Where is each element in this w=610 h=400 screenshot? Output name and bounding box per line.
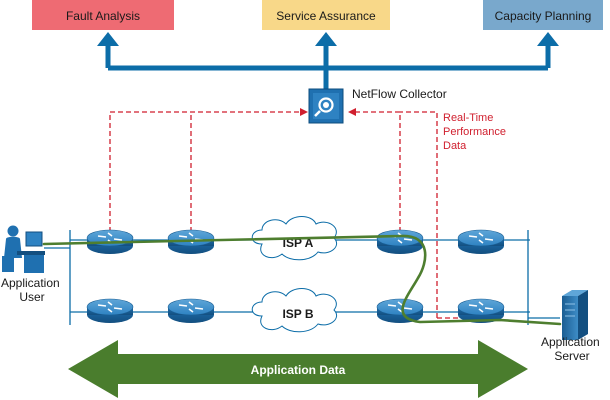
application-data-label: Application Data: [251, 363, 346, 377]
router-icon: [86, 298, 134, 324]
capacity-planning-label: Capacity Planning: [495, 9, 592, 23]
realtime-performance-label: Real-Time Performance Data: [443, 112, 509, 152]
netflow-collector-label: NetFlow Collector: [352, 87, 447, 101]
red-arrowheads: [300, 108, 356, 116]
server-icon: [562, 290, 588, 340]
capacity-planning-box: Capacity Planning: [483, 0, 603, 30]
router-icon: [167, 298, 215, 324]
blue-arrowheads: [97, 32, 559, 46]
service-assurance-box: Service Assurance: [262, 0, 390, 30]
cloud-icon: [251, 288, 338, 333]
application-data-path: [42, 234, 562, 326]
router-icon: [376, 298, 424, 324]
application-user-label: Application User: [1, 276, 63, 304]
fault-analysis-label: Fault Analysis: [66, 9, 140, 23]
fault-analysis-box: Fault Analysis: [32, 0, 174, 30]
router-icon: [376, 229, 424, 255]
application-server-label: Application Server: [541, 335, 603, 363]
router-icon: [457, 229, 505, 255]
performance-data-lines: [109, 111, 465, 319]
service-assurance-label: Service Assurance: [276, 9, 376, 23]
user-workstation-icon: [2, 225, 45, 273]
collector-distribution-lines: [105, 44, 551, 90]
application-data-arrow: [68, 340, 528, 398]
netflow-collector-icon: [308, 88, 344, 124]
isp-b-label: ISP B: [282, 307, 313, 321]
